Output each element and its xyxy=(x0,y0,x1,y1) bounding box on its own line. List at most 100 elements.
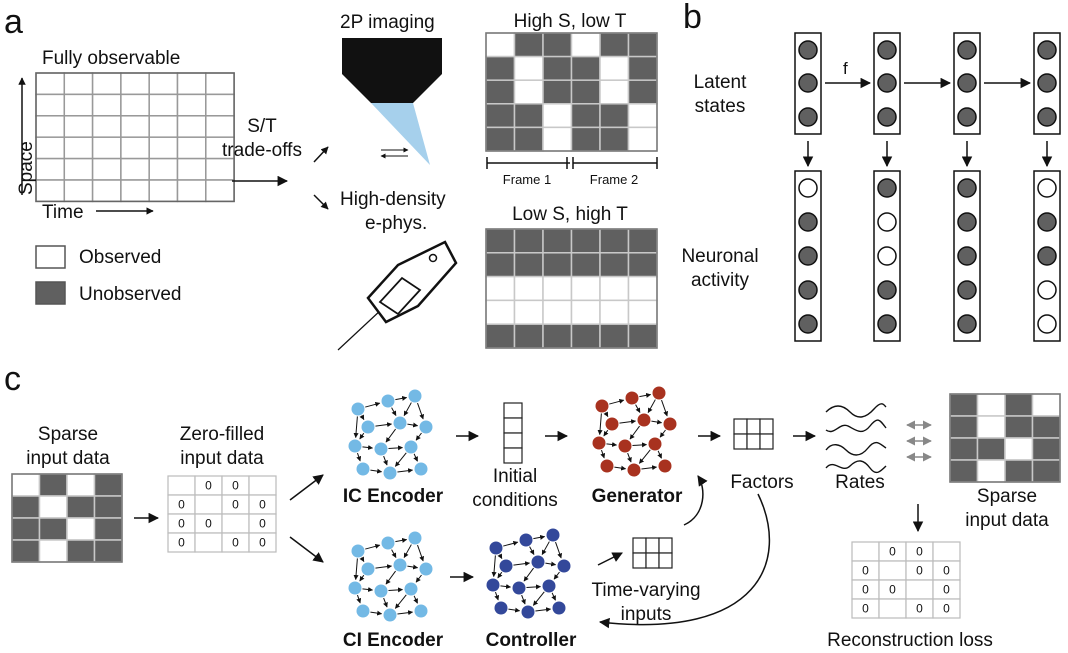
network-edge xyxy=(606,442,618,447)
neuronal-label-line2: activity xyxy=(691,270,750,291)
grid-cell xyxy=(63,136,94,160)
network-edge xyxy=(603,429,609,437)
grid-cell xyxy=(248,475,277,496)
network-edge xyxy=(597,413,603,436)
network-edge xyxy=(397,610,414,616)
network-node xyxy=(383,608,397,622)
network-node xyxy=(408,389,422,403)
sparse-output-label-line1: Sparse xyxy=(977,486,1037,507)
cell-value: 0 xyxy=(259,536,266,550)
network-node xyxy=(595,399,609,413)
panel-a-letter: a xyxy=(4,3,23,41)
grid-cell xyxy=(513,103,544,129)
network-edge xyxy=(609,398,625,405)
grid-cell xyxy=(570,126,601,152)
network-edge xyxy=(417,402,425,420)
grid-cell xyxy=(176,93,207,117)
network-node xyxy=(404,582,418,596)
grid-cell xyxy=(627,79,658,105)
grid-border xyxy=(485,32,658,152)
grid-cell xyxy=(542,323,573,349)
network-node xyxy=(408,531,422,545)
grid-border xyxy=(949,393,1061,483)
grid-border xyxy=(35,72,235,203)
network-node xyxy=(494,601,508,615)
grid-cell xyxy=(542,299,573,325)
network-node xyxy=(374,442,388,456)
grid-cell xyxy=(733,433,748,450)
grid-cell xyxy=(485,252,516,278)
grid-cell xyxy=(513,228,544,254)
ephys-probe-icon xyxy=(337,240,458,351)
controller-network xyxy=(486,528,571,619)
high-s-title: High S, low T xyxy=(514,11,627,32)
network-node xyxy=(531,555,545,569)
network-edge xyxy=(353,416,359,439)
grid-cell xyxy=(599,103,630,129)
network-edge xyxy=(388,587,404,593)
sparse-output-label-line2: input data xyxy=(965,510,1049,531)
network-edge xyxy=(362,445,374,450)
network-edge xyxy=(659,429,666,438)
grid-cell xyxy=(976,459,1006,483)
initial-conditions-vector xyxy=(503,402,523,464)
network-node xyxy=(546,528,560,542)
network-edge xyxy=(391,549,397,558)
space-axis-label: Space xyxy=(16,141,37,195)
microscope-objective xyxy=(342,38,442,103)
grid-cell xyxy=(167,475,196,496)
grid-cell xyxy=(148,115,179,138)
latent-node xyxy=(877,40,897,60)
grid-cell xyxy=(485,299,516,325)
network-node xyxy=(600,459,614,473)
tradeoff-label-line2: trade-offs xyxy=(222,140,302,161)
network-edge xyxy=(529,546,535,555)
network-edge xyxy=(661,399,669,417)
cell-value: 0 xyxy=(862,602,869,616)
ci-encoder-network xyxy=(348,531,433,622)
initial-label-line2: conditions xyxy=(472,490,558,511)
neuron-node xyxy=(957,246,977,266)
grid-cell xyxy=(746,418,761,435)
network-node xyxy=(652,386,666,400)
network-edge xyxy=(600,449,606,459)
grid-cell xyxy=(176,115,207,138)
grid-cell xyxy=(1031,437,1061,461)
tv-inputs-label-line1: Time-varying xyxy=(591,580,700,601)
grid-cell xyxy=(176,136,207,160)
fully-observable-grid xyxy=(35,72,235,203)
grid-cell xyxy=(93,495,123,519)
grid-cell xyxy=(658,552,673,569)
network-edge xyxy=(497,571,503,579)
grid-cell xyxy=(905,579,934,600)
grid-cell xyxy=(120,136,150,160)
grid-cell xyxy=(627,228,658,254)
network-node xyxy=(361,562,375,576)
frame2-label: Frame 2 xyxy=(590,172,638,187)
grid-cell xyxy=(542,103,573,129)
grid-cell xyxy=(570,228,601,254)
grid-cell xyxy=(485,126,516,152)
grid-cell xyxy=(194,532,223,553)
grid-cell xyxy=(120,115,150,138)
to-ic-encoder-arrow xyxy=(289,474,324,501)
grid-cell xyxy=(851,541,880,562)
tv-inputs-label-line2: inputs xyxy=(621,604,672,625)
network-edge xyxy=(394,594,407,609)
grid-cell xyxy=(513,299,544,325)
grid-cell xyxy=(658,537,673,554)
grid-cell xyxy=(503,447,523,464)
cell-value: 0 xyxy=(916,602,923,616)
network-node xyxy=(348,581,362,595)
network-node xyxy=(521,605,535,619)
panel-b-letter: b xyxy=(683,0,702,36)
grid-cell xyxy=(570,79,601,105)
network-node xyxy=(663,417,677,431)
network-edge xyxy=(523,567,534,582)
network-node xyxy=(351,544,365,558)
network-edge xyxy=(657,450,662,459)
network-edge xyxy=(629,425,640,440)
generator-label: Generator xyxy=(592,486,683,507)
